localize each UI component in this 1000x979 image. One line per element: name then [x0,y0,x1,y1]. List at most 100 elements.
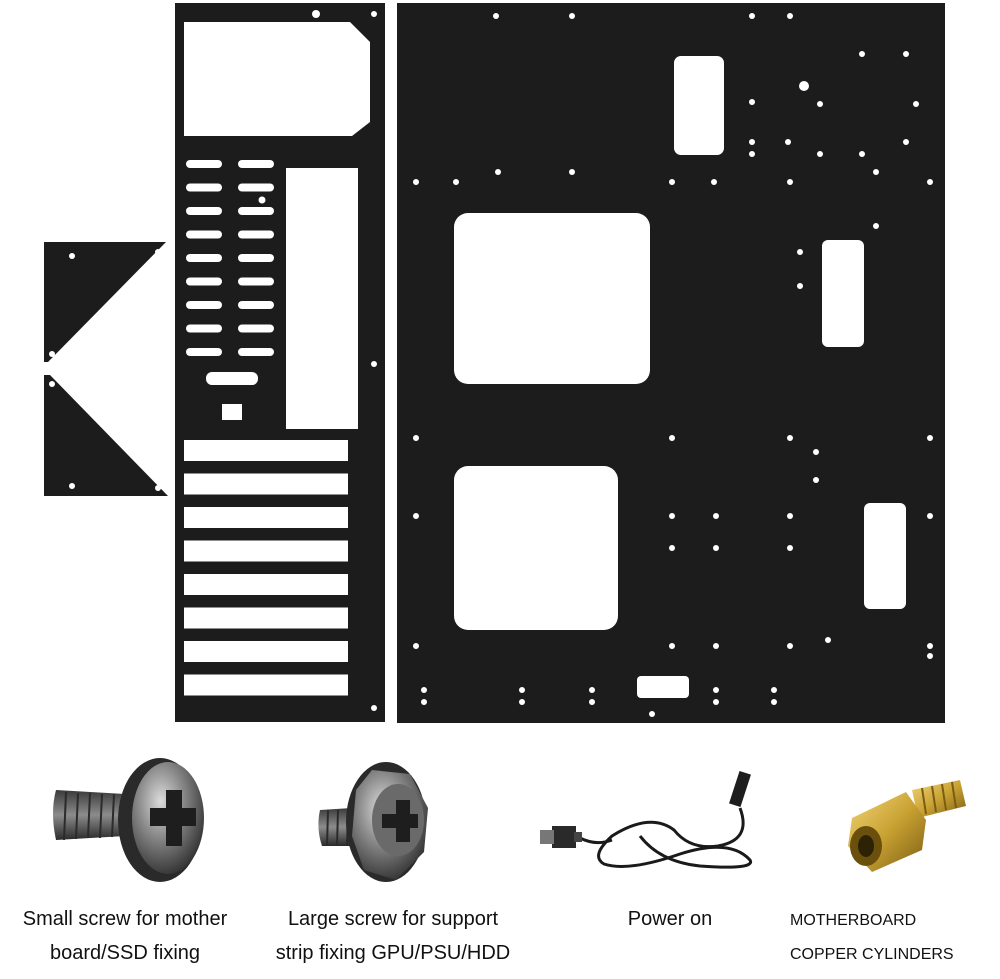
mounting-hole [813,449,819,455]
back-panel [175,3,385,722]
mounting-hole [713,699,719,705]
cable-cutout-top [674,56,724,155]
vent-slot [186,183,222,192]
mounting-hole [787,13,793,19]
mounting-hole [669,179,675,185]
mounting-hole [787,545,793,551]
vent-slot [186,277,222,286]
vent-slot [186,348,222,356]
mounting-hole [421,699,427,705]
vent-slots [186,160,274,356]
mounting-hole [873,169,879,175]
mounting-hole [669,513,675,519]
mounting-hole [493,13,499,19]
expansion-slot [184,674,348,696]
psu-opening [184,22,370,136]
mounting-hole [927,435,933,441]
mounting-hole [413,435,419,441]
mounting-hole [589,699,595,705]
mounting-holes [413,13,933,717]
mounting-hole [799,81,809,91]
mounting-hole [495,169,501,175]
vent-slot [186,324,222,333]
triangle-bracket-bottom [44,375,168,496]
caption-power-switch: Power on [600,902,740,936]
mounting-hole [771,699,777,705]
expansion-slots [184,440,348,696]
mounting-hole [669,643,675,649]
vent-slot [238,277,274,286]
expansion-slot [184,440,348,461]
connector-cutout [206,372,258,385]
mounting-hole [927,643,933,649]
caption-small-screw-line1: Small screw for mother [22,908,228,930]
mounting-hole [771,687,777,693]
caption-copper-cylinders-line2: COPPER CYLINDERS [790,946,954,963]
mounting-hole [421,687,427,693]
mounting-hole [817,101,823,107]
mounting-hole [903,139,909,145]
mounting-hole [669,545,675,551]
mounting-hole [873,223,879,229]
cable-cutout-lower [864,503,906,609]
vent-slot [238,254,274,262]
vent-slot [186,160,222,168]
vent-slot [238,160,274,168]
caption-power-switch-line1: Power on [627,908,713,930]
copper-standoff-photo [848,780,966,872]
io-opening [286,168,358,429]
mounting-hole [859,51,865,57]
mounting-hole [797,283,803,289]
caption-large-screw-line2: strip fixing GPU/PSU/HDD [275,942,511,964]
mounting-hole [569,13,575,19]
mounting-hole [927,653,933,659]
mounting-hole [797,249,803,255]
vent-slot [238,183,274,192]
mounting-hole [927,513,933,519]
vent-slot [238,301,274,309]
triangle-bracket-top [44,242,166,362]
mounting-hole [713,643,719,649]
caption-small-screw-line2: board/SSD fixing [49,942,201,964]
vent-slot [186,207,222,215]
mounting-hole [749,99,755,105]
caption-large-screw-line1: Large screw for support [287,908,499,930]
cpu-cutout [454,213,650,384]
vent-slot [186,254,222,262]
mounting-hole [413,643,419,649]
caption-large-screw: Large screw for support strip fixing GPU… [258,902,528,970]
mounting-hole [519,699,525,705]
mounting-hole [825,637,831,643]
large-screw-photo [318,762,428,882]
mounting-hole [749,13,755,19]
mounting-hole [787,643,793,649]
mounting-hole [787,513,793,519]
mounting-hole [817,151,823,157]
expansion-slot [184,607,348,629]
mounting-hole [903,51,909,57]
mounting-hole [813,477,819,483]
vent-slot [238,348,274,356]
mounting-hole [913,101,919,107]
mounting-hole [787,179,793,185]
expansion-slot [184,574,348,595]
expansion-slot [184,540,348,562]
mounting-hole [713,687,719,693]
caption-copper-cylinders: MOTHERBOARD COPPER CYLINDERS [790,904,1000,972]
mounting-hole [749,139,755,145]
vent-slot [238,207,274,215]
mounting-hole [859,151,865,157]
vent-slot [238,324,274,333]
mounting-hole [413,179,419,185]
small-square-cutout [222,404,242,420]
vent-slot [186,230,222,239]
mounting-hole [749,151,755,157]
mounting-hole [519,687,525,693]
mounting-hole [589,687,595,693]
mounting-hole [453,179,459,185]
expansion-slot [184,641,348,662]
mounting-hole [787,435,793,441]
vent-slot [238,230,274,239]
mounting-hole [413,513,419,519]
